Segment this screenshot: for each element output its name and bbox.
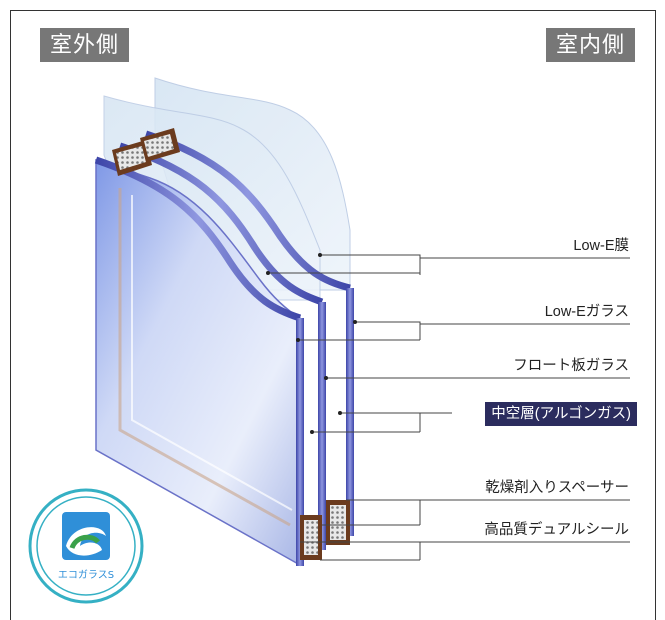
pane-vertical-edges <box>296 288 354 566</box>
figure-frame <box>10 10 656 620</box>
callout-low-e-glass: Low-Eガラス <box>544 304 629 320</box>
callout-float-glass: フロート板ガラス <box>513 358 629 374</box>
callout-hollow-layer: 中空層(アルゴンガス) <box>485 402 637 426</box>
eco-glass-logo-icon: エコガラスS <box>28 488 144 604</box>
callout-seal: 高品質デュアルシール <box>484 522 629 538</box>
glass-edges <box>94 130 351 322</box>
leader-lines <box>268 254 630 561</box>
logo-text: エコガラスS <box>58 569 114 581</box>
outdoor-side-label: 室外側 <box>40 28 130 62</box>
pointer-dots <box>266 253 357 434</box>
top-spacers <box>112 128 180 176</box>
callout-low-e-film: Low-E膜 <box>573 238 629 254</box>
callout-spacer: 乾燥剤入りスペーサー <box>485 480 629 496</box>
indoor-side-label: 室内側 <box>545 28 635 62</box>
